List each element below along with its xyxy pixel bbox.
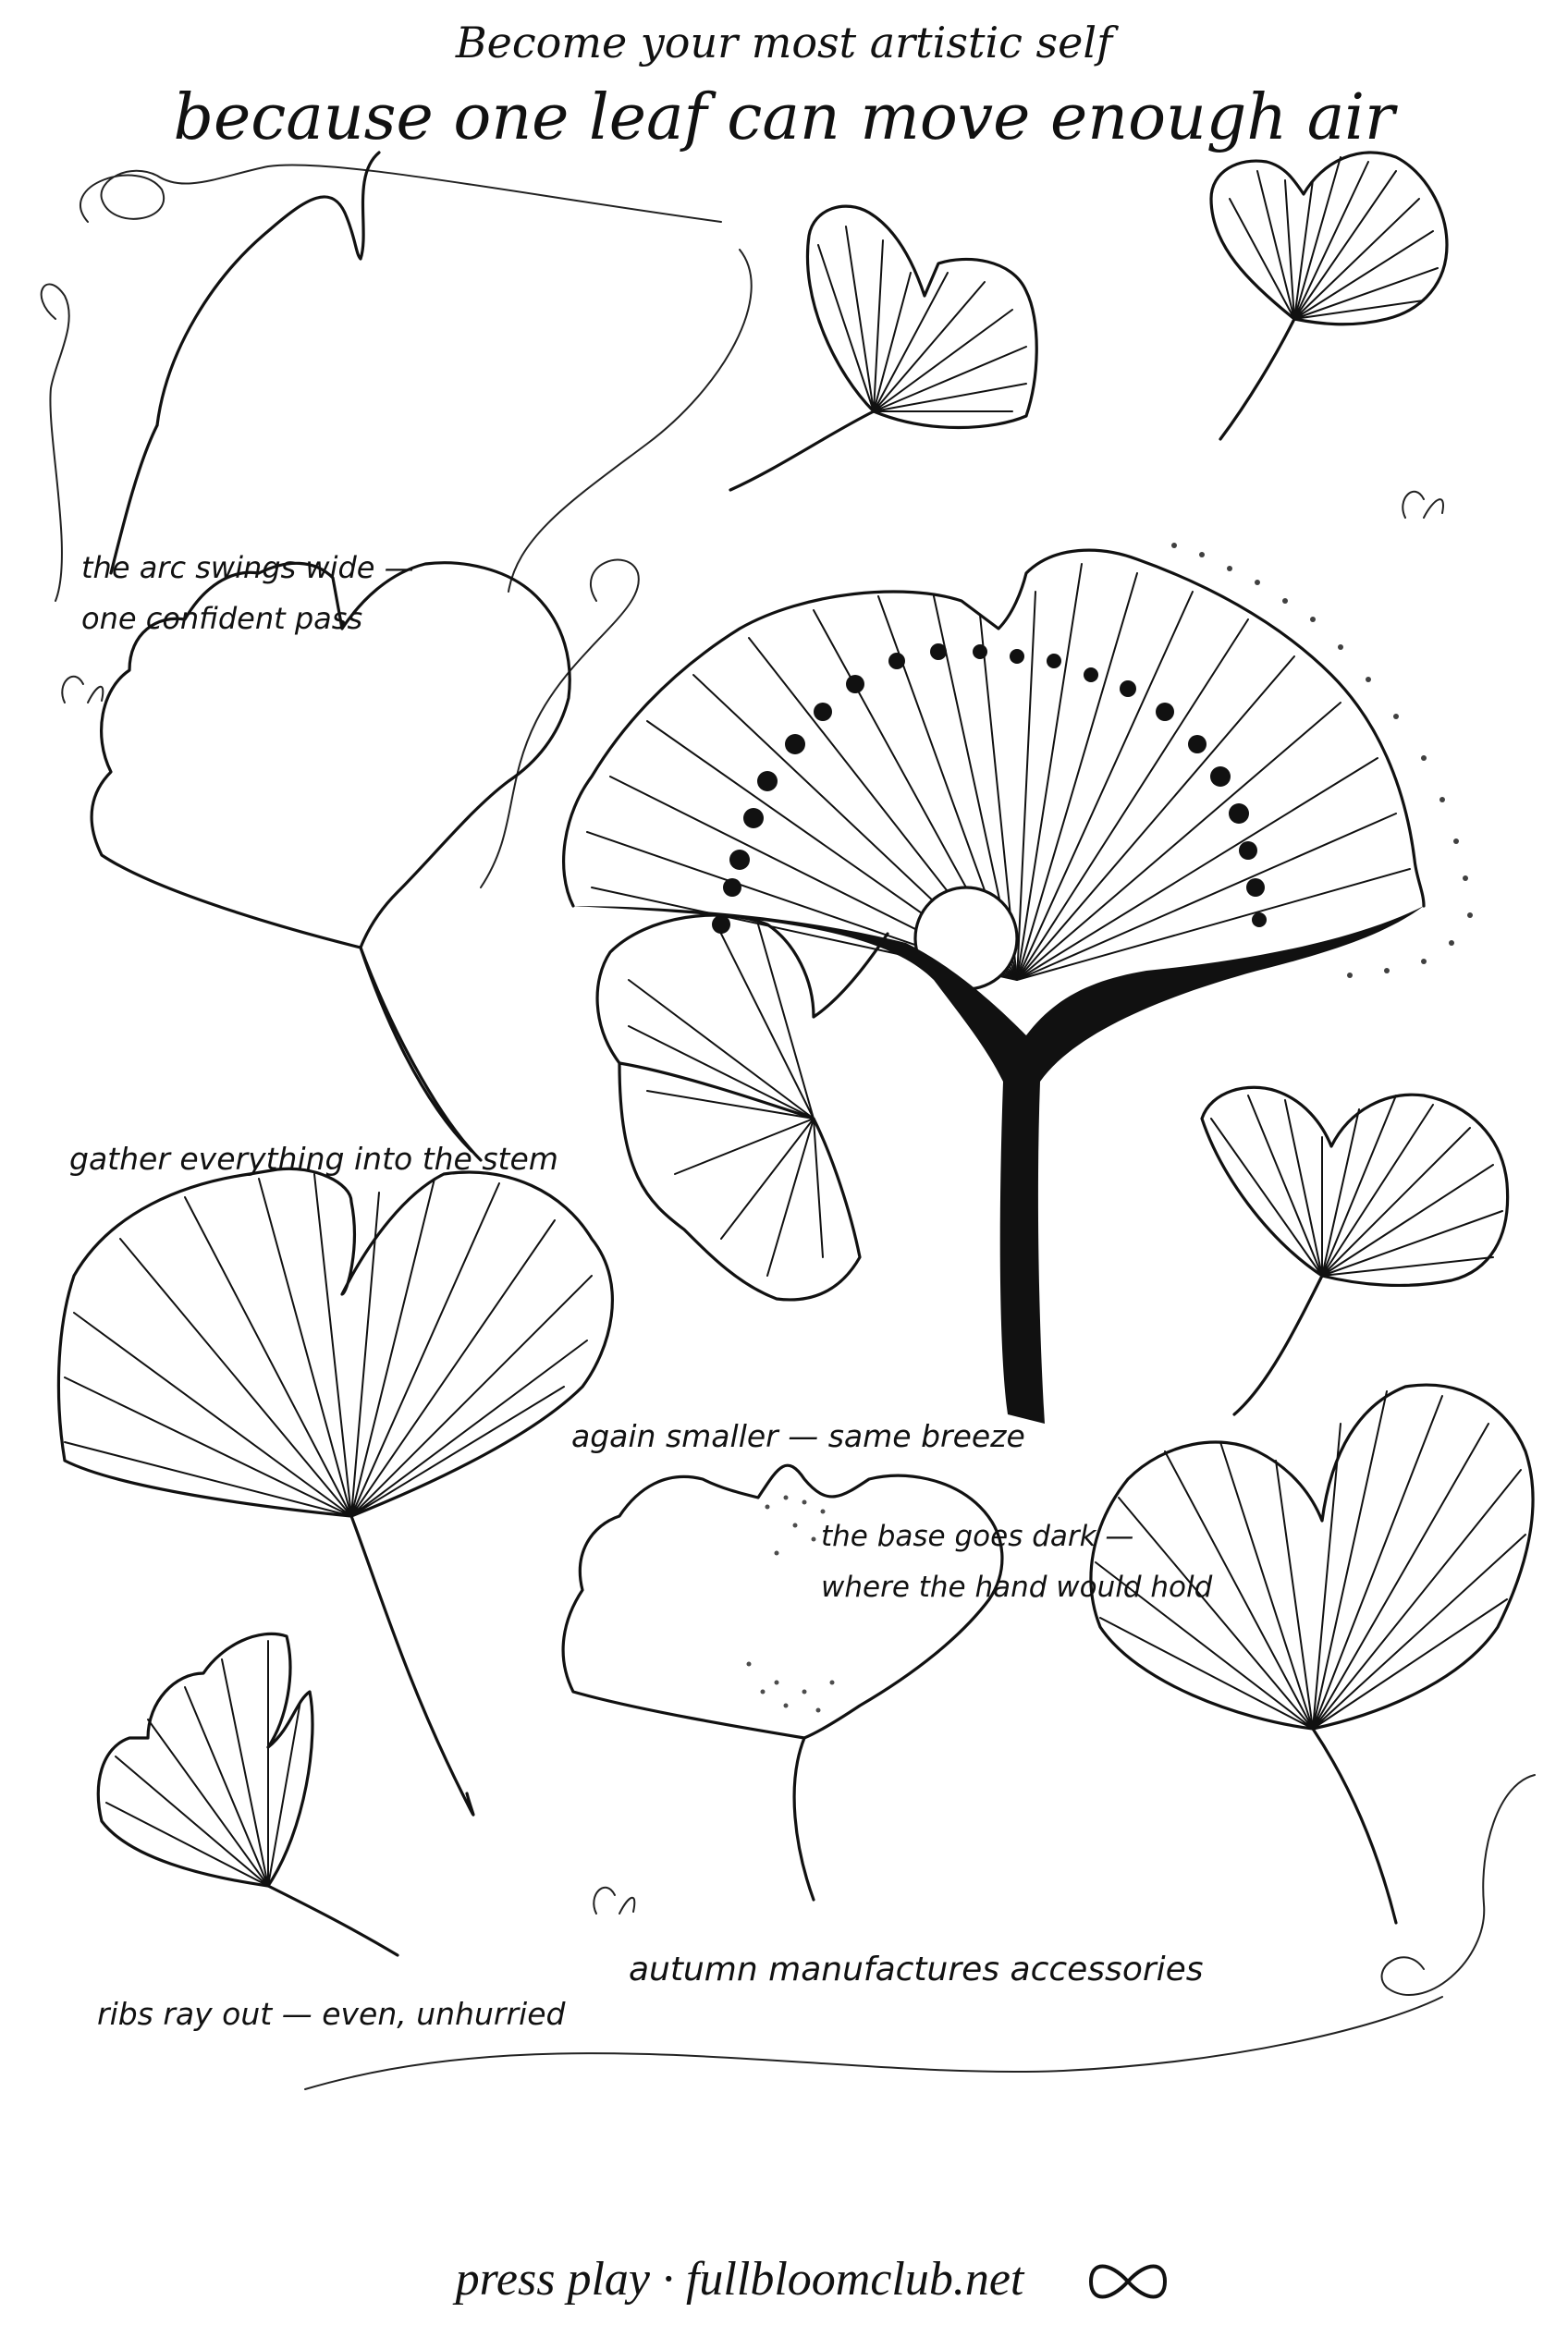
droplet-mark-2: [61, 675, 104, 704]
footer-text: press play · fullbloomclub.net: [452, 2253, 1025, 2306]
leaf-stippled: [561, 1463, 1004, 1902]
caption-base-2: where the hand would hold: [821, 1571, 1213, 1604]
caption-gather: gather everything into the stem: [69, 1141, 558, 1177]
leaf-mid-small-left: [595, 913, 889, 1302]
header-line-1: Become your most artistic self: [455, 18, 1119, 67]
curl-top-left: [80, 164, 722, 223]
header-line-2: because one leaf can move enough air: [173, 81, 1398, 154]
leaf-mid-right: [1200, 1085, 1510, 1416]
curl-mid-left: [480, 558, 640, 888]
caption-again: again smaller — same breeze: [571, 1418, 1025, 1454]
leaf-bottom-small-left: [96, 1632, 399, 1957]
leaf-outline-stem: [90, 561, 571, 1162]
droplet-mark-1: [1402, 490, 1444, 519]
leaf-top-right: [1209, 151, 1449, 441]
curl-right-low: [1380, 1774, 1536, 1996]
leaf-bottom-right: [1089, 1383, 1535, 1925]
leaf-top-center: [729, 204, 1038, 492]
curl-left-wave: [40, 283, 70, 602]
curl-upper-center: [508, 249, 753, 593]
caption-base-1: the base goes dark —: [821, 1520, 1133, 1553]
droplet-mark-3: [593, 1886, 636, 1915]
leaf-large-center: [562, 543, 1473, 1424]
leaf-outline-large: [109, 151, 381, 575]
caption-ribs: ribs ray out — even, unhurried: [97, 1996, 566, 2032]
caption-arc-2: one confident pass: [81, 601, 362, 636]
infinity-icon: [1088, 2264, 1168, 2299]
leaf-bottom-left-large: [56, 1167, 614, 1817]
caption-autumn: autumn manufactures accessories: [629, 1951, 1204, 1988]
caption-arc-1: the arc swings wide —: [81, 550, 414, 585]
curl-bottom-sweep: [304, 1996, 1443, 2090]
